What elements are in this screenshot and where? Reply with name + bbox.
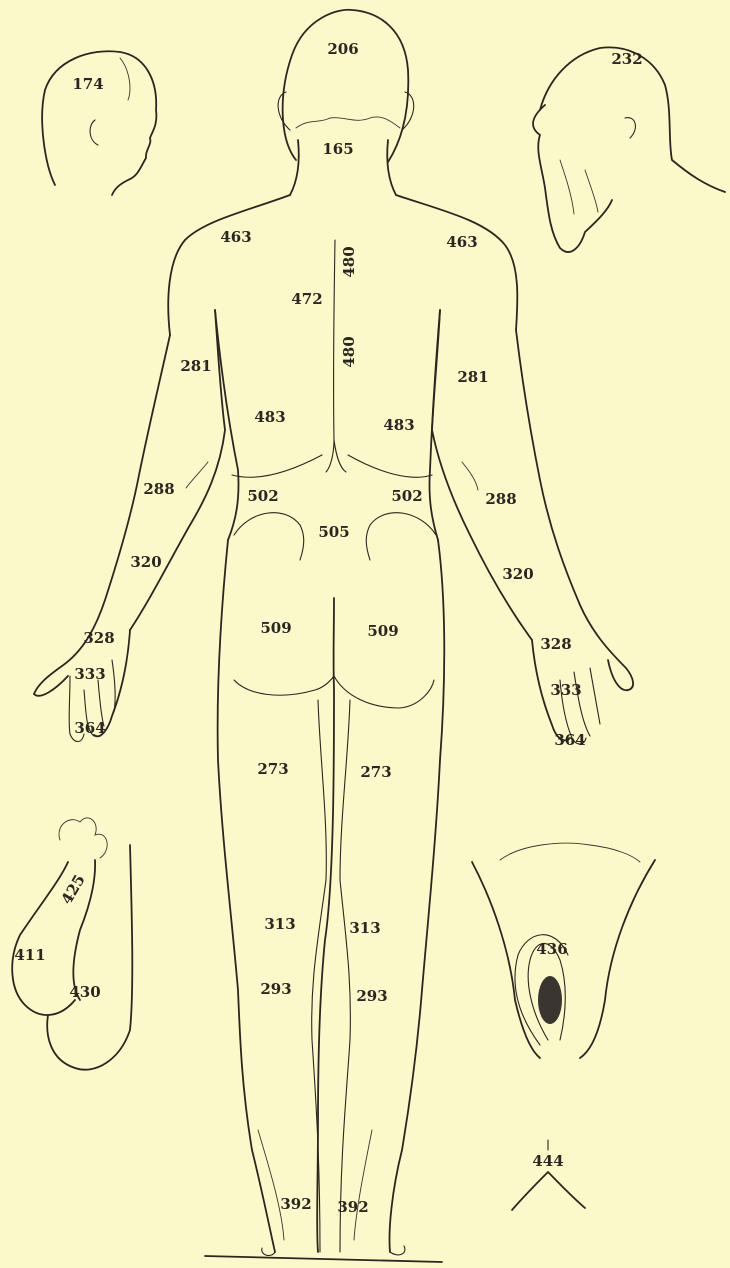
- label-loin-left: 502: [247, 487, 278, 505]
- perineum-sketch: [512, 1140, 585, 1210]
- label-upper-back: 472: [291, 290, 322, 308]
- male-genital-sketch: [12, 818, 132, 1070]
- label-lower-back-right: 483: [383, 416, 414, 434]
- label-buttock-left: 509: [260, 619, 291, 637]
- label-upper-arm-right: 281: [457, 368, 488, 386]
- label-spine-lower: 480: [340, 336, 358, 367]
- label-upper-arm-left: 281: [180, 357, 211, 375]
- label-child-head: 174: [72, 75, 103, 93]
- label-hand-right: 333: [550, 681, 581, 699]
- label-shoulder-left: 463: [220, 228, 251, 246]
- label-knee-left: 313: [264, 915, 295, 933]
- label-sacrum: 505: [318, 523, 349, 541]
- label-female-genital: 436: [536, 940, 567, 958]
- label-forearm-left: 320: [130, 553, 161, 571]
- child-head-sketch: [42, 51, 156, 195]
- label-ankle-right: 392: [337, 1198, 368, 1216]
- label-genital-upper: 425: [58, 871, 89, 907]
- label-hand-left: 333: [74, 665, 105, 683]
- label-loin-right: 502: [391, 487, 422, 505]
- label-perineum: 444: [532, 1152, 563, 1170]
- label-thigh-left: 273: [257, 760, 288, 778]
- label-buttock-right: 509: [367, 622, 398, 640]
- label-neck: 165: [322, 140, 353, 158]
- label-lower-back-left: 483: [254, 408, 285, 426]
- label-old-man-head: 232: [611, 50, 642, 68]
- label-thigh-right: 273: [360, 763, 391, 781]
- old-man-head-sketch: [533, 47, 725, 252]
- label-elbow-right: 288: [485, 490, 516, 508]
- label-wrist-right: 328: [540, 635, 571, 653]
- label-elbow-left: 288: [143, 480, 174, 498]
- label-calf-left: 293: [260, 980, 291, 998]
- label-wrist-left: 328: [83, 629, 114, 647]
- label-spine-upper: 480: [340, 246, 358, 277]
- label-fingers-left: 364: [74, 719, 105, 737]
- label-shoulder-right: 463: [446, 233, 477, 251]
- label-head: 206: [327, 40, 358, 58]
- label-genital-left: 411: [14, 946, 45, 964]
- label-ankle-left: 392: [280, 1195, 311, 1213]
- label-forearm-right: 320: [502, 565, 533, 583]
- label-genital-lower: 430: [69, 983, 100, 1001]
- label-fingers-right: 364: [554, 731, 585, 749]
- label-calf-right: 293: [356, 987, 387, 1005]
- label-knee-right: 313: [349, 919, 380, 937]
